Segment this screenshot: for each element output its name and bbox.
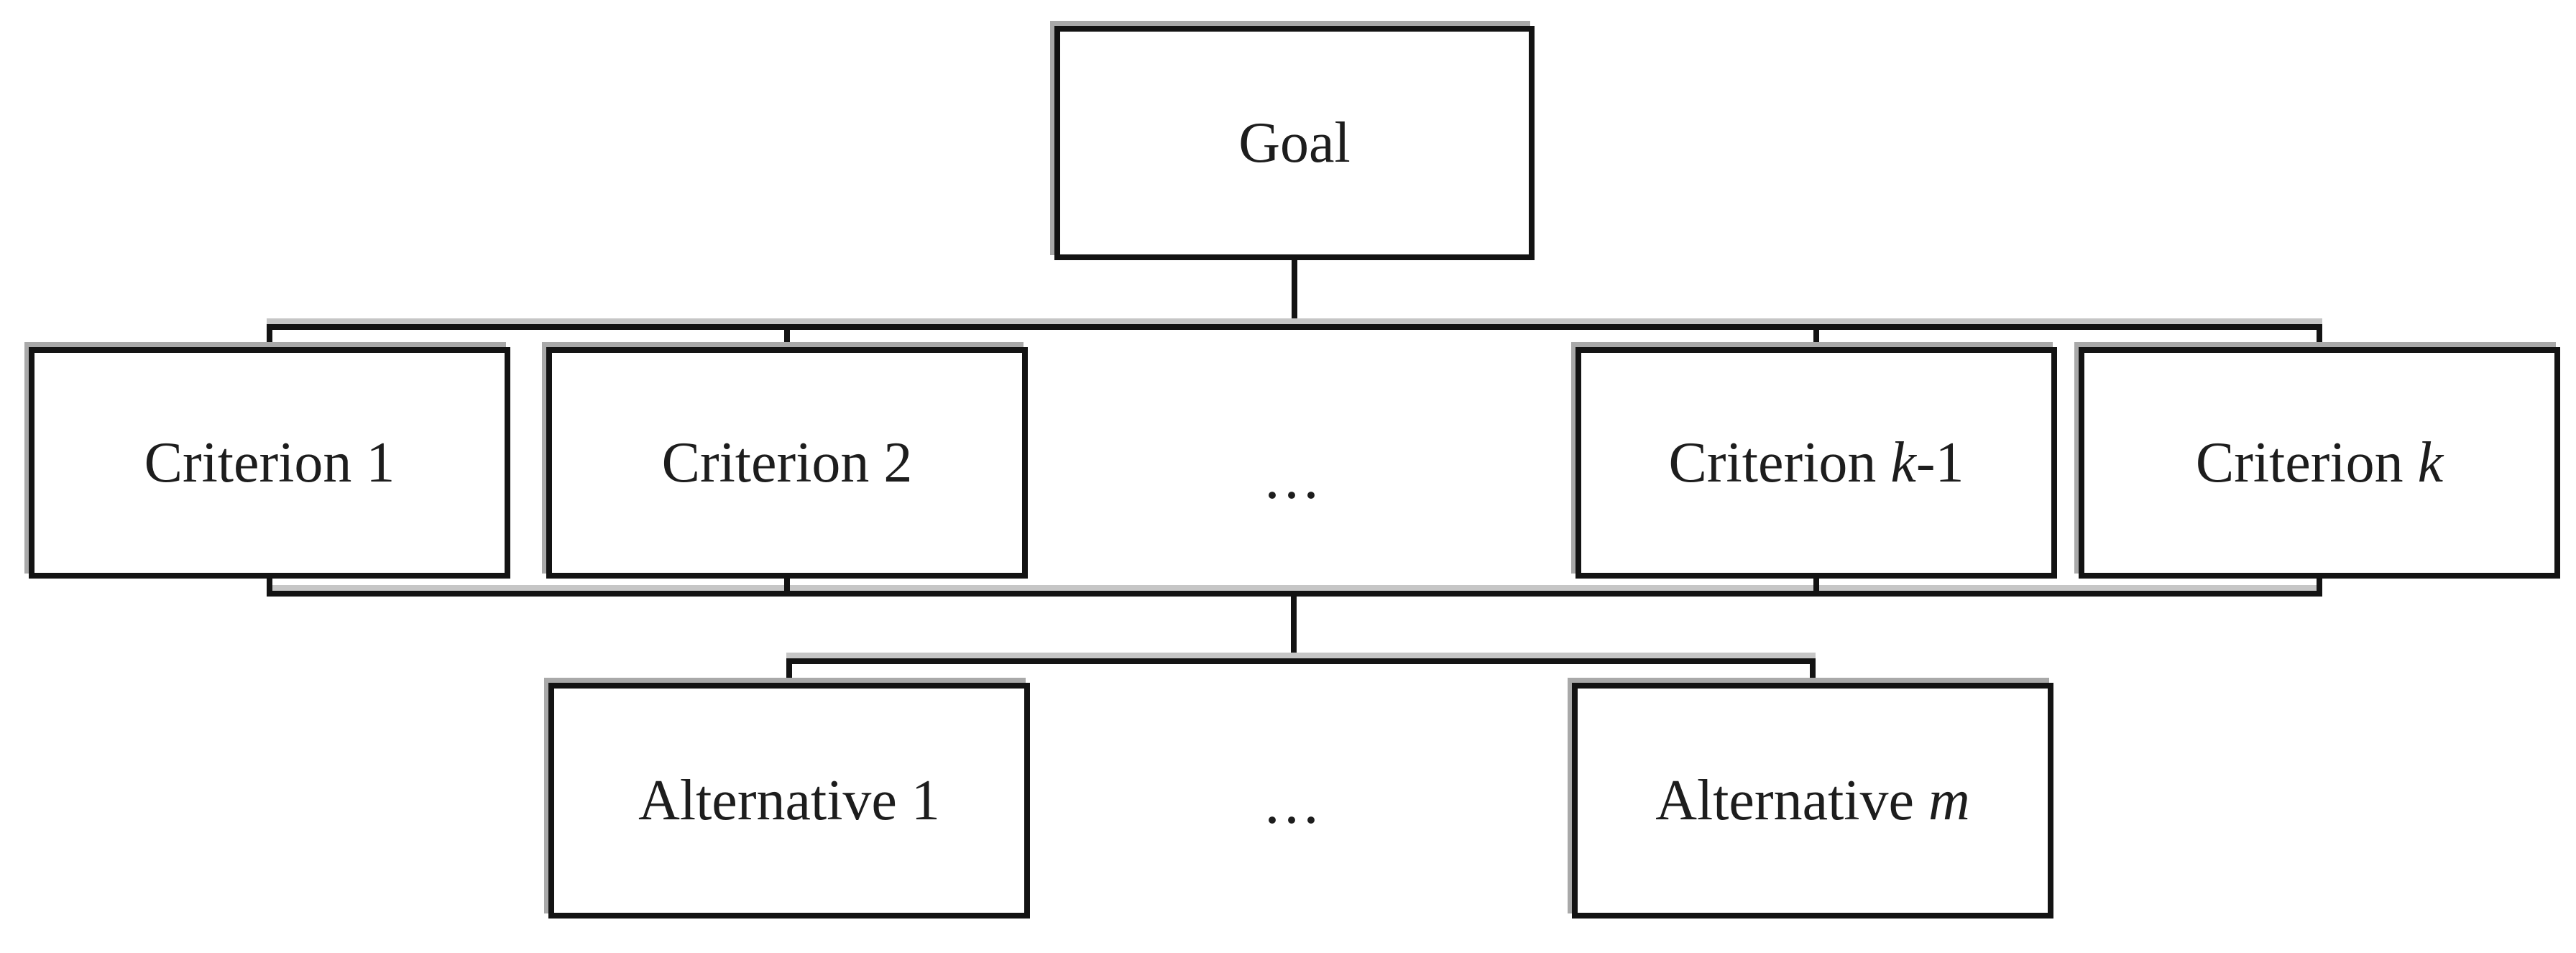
alternatives-ellipsis: ... — [1264, 769, 1323, 837]
connector-criteria-top-rail — [267, 324, 2322, 330]
label-text: Alternative — [1655, 769, 1929, 832]
label-italic: m — [1928, 769, 1970, 832]
connector-alternatives-rail — [786, 658, 1816, 664]
connector-stub-alternative-1 — [786, 661, 792, 686]
connector-stub-below-criterion-k1 — [1813, 575, 1819, 594]
connector-goal-drop — [1292, 260, 1297, 328]
label-text: Goal — [1238, 111, 1351, 175]
alternative-m-label: Alternative m — [1655, 772, 1970, 829]
alternative-m-node: Alternative m — [1572, 683, 2053, 919]
label-text: Criterion — [2195, 431, 2418, 494]
connector-stub-below-criterion-1 — [267, 575, 272, 594]
goal-node: Goal — [1054, 26, 1535, 260]
criterion-k-label: Criterion k — [2196, 434, 2443, 492]
criteria-ellipsis: ... — [1264, 444, 1323, 512]
label-italic: k — [1890, 431, 1916, 494]
criterion-k-minus-1-label: Criterion k-1 — [1669, 434, 1964, 492]
connector-stub-criterion-2 — [784, 327, 790, 351]
label-text: Alternative 1 — [638, 769, 940, 832]
criterion-1-label: Criterion 1 — [144, 434, 395, 492]
criterion-k-node: Criterion k — [2079, 347, 2560, 579]
connector-stub-below-criterion-2 — [784, 575, 790, 594]
criterion-2-label: Criterion 2 — [662, 434, 913, 492]
label-text: Criterion 1 — [144, 431, 395, 494]
connector-stub-below-criterion-k — [2317, 575, 2322, 594]
label-italic: k — [2417, 431, 2444, 494]
label-text: Criterion 2 — [661, 431, 913, 494]
criterion-2-node: Criterion 2 — [546, 347, 1028, 579]
label-suffix: -1 — [1915, 431, 1964, 494]
alternative-1-node: Alternative 1 — [548, 683, 1030, 919]
connector-stub-criterion-k — [2317, 327, 2322, 351]
connector-stub-criterion-k1 — [1813, 327, 1819, 351]
goal-label: Goal — [1238, 114, 1351, 172]
connector-stub-criterion-1 — [267, 327, 272, 351]
alternative-1-label: Alternative 1 — [638, 772, 940, 829]
criterion-k-minus-1-node: Criterion k-1 — [1576, 347, 2057, 579]
label-text: Criterion — [1668, 431, 1891, 494]
connector-stub-alternative-m — [1810, 661, 1816, 686]
connector-center-drop — [1291, 594, 1297, 661]
criterion-1-node: Criterion 1 — [29, 347, 510, 579]
